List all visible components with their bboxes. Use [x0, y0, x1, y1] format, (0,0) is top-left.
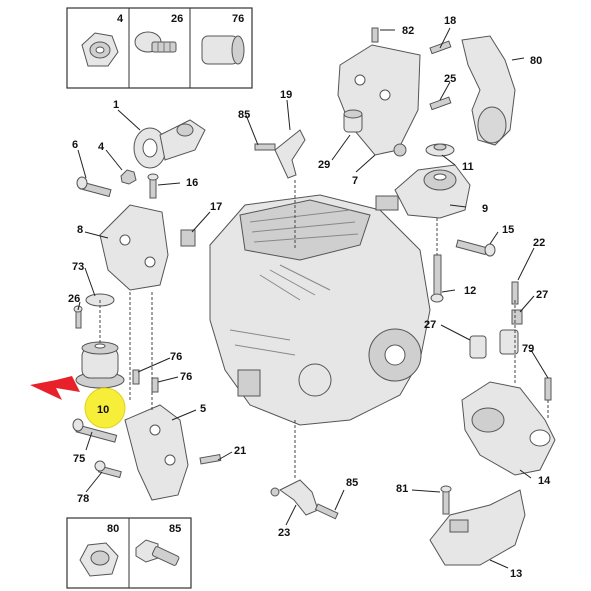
bolt-6 [76, 176, 112, 198]
torque-rod-1 [133, 119, 206, 169]
bracket-8 [99, 204, 169, 291]
bushing-icon [201, 35, 245, 65]
callout-14: 14 [538, 475, 551, 487]
callout-79: 79 [522, 343, 534, 355]
callout-16: 16 [186, 177, 198, 189]
bolt-78 [94, 460, 122, 479]
assembly-lines [99, 180, 549, 480]
callout-80: 80 [530, 55, 542, 67]
inset-label-4: 4 [117, 13, 124, 25]
inset-box-bottom: 80 85 [66, 517, 192, 589]
callout-11: 11 [462, 161, 474, 173]
part-10-highlight: 10 [30, 376, 126, 429]
callout-27b: 27 [536, 289, 548, 301]
bolt-21 [199, 453, 222, 465]
callout-6: 6 [72, 139, 78, 151]
callout-18: 18 [444, 15, 456, 27]
gearbox-mount-14 [461, 381, 556, 476]
bolt-15 [455, 239, 496, 257]
clip-17 [180, 229, 196, 247]
hex-bolt-icon [135, 539, 180, 566]
bolts-76 [132, 369, 159, 393]
callout-9: 9 [482, 203, 488, 215]
inset-label-85: 85 [169, 523, 181, 535]
callout-labels: 1 4 5 6 7 8 9 11 12 13 14 15 16 17 18 19… [68, 15, 551, 580]
callout-81: 81 [396, 483, 408, 495]
callout-75: 75 [73, 453, 85, 465]
heat-shield-80 [461, 35, 516, 146]
bracket-7 [337, 44, 421, 157]
highlight-circle [84, 387, 126, 429]
callout-10: 10 [97, 404, 109, 416]
callout-27a: 27 [424, 319, 436, 331]
callout-26: 26 [68, 293, 80, 305]
hex-nut-icon [79, 542, 119, 577]
nut-4 [120, 169, 137, 185]
callout-85a: 85 [238, 109, 250, 121]
callout-25: 25 [444, 73, 456, 85]
bushing-29 [343, 109, 363, 133]
bracket-5 [124, 404, 189, 501]
engine-mount-9 [375, 164, 471, 219]
engine-mount-10 [75, 341, 125, 389]
callout-19: 19 [280, 89, 292, 101]
callout-29: 29 [318, 159, 330, 171]
bolt-75 [72, 418, 118, 443]
callout-76a: 76 [170, 351, 182, 363]
callout-22: 22 [533, 237, 545, 249]
gearbox-bracket-13 [429, 489, 526, 566]
cap-11 [425, 143, 455, 157]
bolt-81 [440, 485, 452, 515]
callout-7: 7 [352, 175, 358, 187]
callout-15: 15 [502, 224, 514, 236]
callout-4: 4 [98, 141, 105, 153]
inset-label-26: 26 [171, 13, 183, 25]
flange-nut-icon [81, 32, 119, 67]
callout-82: 82 [402, 25, 414, 37]
callout-21: 21 [234, 445, 246, 457]
callout-1: 1 [113, 99, 119, 111]
callout-12: 12 [464, 285, 476, 297]
callout-23: 23 [278, 527, 290, 539]
engine-block [209, 194, 431, 426]
bracket-23 [270, 479, 339, 520]
inset-label-80: 80 [107, 523, 119, 535]
bolt-16 [147, 173, 159, 199]
callout-5: 5 [200, 403, 206, 415]
inset-label-76: 76 [232, 13, 244, 25]
callout-8: 8 [77, 224, 83, 236]
leader-lines [77, 27, 549, 569]
highlight-arrow-icon [30, 376, 80, 400]
stud-12 [430, 254, 444, 303]
bolts-22-27-79 [469, 281, 552, 401]
callout-85b: 85 [346, 477, 358, 489]
flange-bolt-icon [134, 31, 177, 53]
inset-box-top: 4 26 76 [66, 7, 253, 89]
callout-13: 13 [510, 568, 522, 580]
bracket-19 [254, 129, 306, 179]
callout-76b: 76 [180, 371, 192, 383]
callout-73: 73 [72, 261, 84, 273]
callout-78: 78 [77, 493, 89, 505]
callout-17: 17 [210, 201, 222, 213]
